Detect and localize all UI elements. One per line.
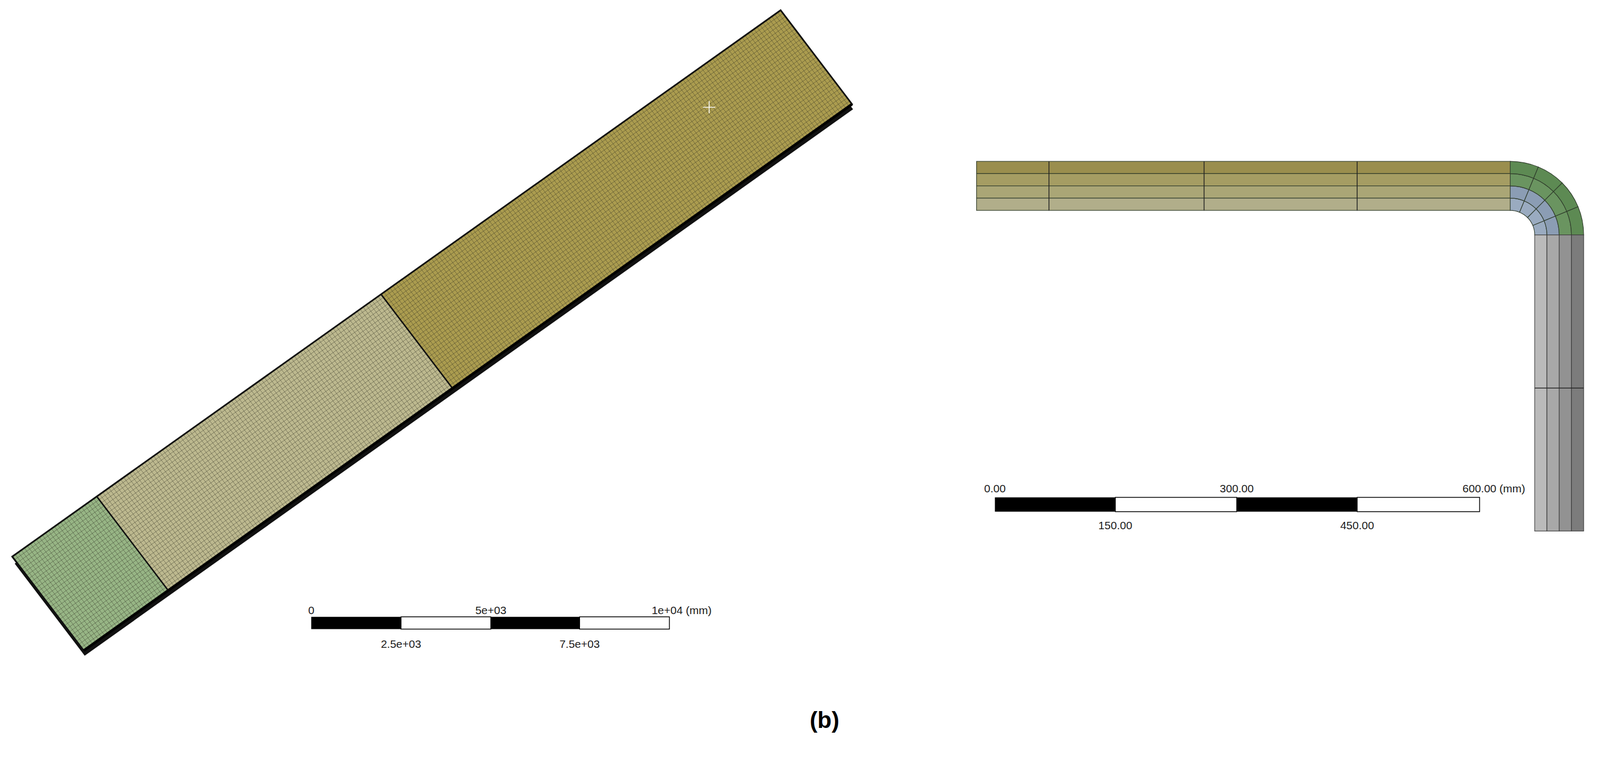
scale-bar <box>311 616 670 629</box>
scale-label: 5e+03 <box>475 603 507 615</box>
scale-label: 0.00 <box>984 482 1006 494</box>
scale-label: 2.5e+03 <box>380 637 422 649</box>
scale-label: 300.00 <box>1219 482 1254 494</box>
scale-label: 7.5e+03 <box>559 637 601 649</box>
scale-label: 0 <box>308 603 315 615</box>
beam-mesh <box>12 10 853 656</box>
scale-label: 1e+04 (mm) <box>651 603 712 615</box>
scale-bar <box>994 497 1480 512</box>
scale-label: 450.00 <box>1340 518 1374 530</box>
section-mesh <box>976 161 1584 531</box>
scale-label: 150.00 <box>1098 518 1133 530</box>
subfigure-label: (b) <box>809 708 840 732</box>
scale-label: 600.00 (mm) <box>1462 482 1526 494</box>
